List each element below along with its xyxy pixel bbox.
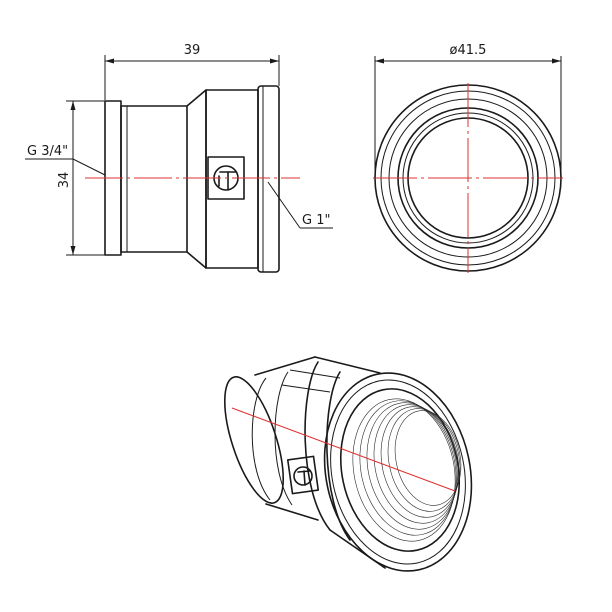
large-body-bottom-edge <box>329 529 386 569</box>
length-arrow-left <box>105 58 114 64</box>
large-body-top-edge <box>314 356 381 374</box>
thread-relief-edge <box>274 371 293 506</box>
shoulder-edge <box>304 361 331 531</box>
hex-flat-top-inner <box>281 384 331 393</box>
isometric-centerline <box>231 407 456 492</box>
large-end-flange <box>257 85 280 273</box>
diameter-arrow-left <box>375 58 384 64</box>
height-arrow-bottom <box>70 246 76 255</box>
iso-logo-frame <box>286 455 320 495</box>
diameter-arrow-right <box>552 58 561 64</box>
length-arrow-right <box>270 58 279 64</box>
small-end-body <box>120 105 188 253</box>
diameter-dimension-label: ø41.5 <box>450 43 487 58</box>
large-end-outer-rim <box>323 372 473 572</box>
small-end-face <box>223 376 285 504</box>
small-body-bottom-edge <box>265 503 319 521</box>
large-end-rim-chamfer <box>330 379 466 565</box>
taper-shoulder <box>186 89 207 269</box>
small-thread-label: G 3/4" <box>27 144 68 159</box>
height-dimension-label: 34 <box>57 172 72 189</box>
small-body-top-edge <box>254 356 316 376</box>
large-thread-label: G 1" <box>302 213 330 228</box>
side-view: 39 34 G 3/4" G 1" <box>25 43 333 273</box>
internal-thread-pattern <box>352 398 462 542</box>
small-thread-leader <box>72 158 106 176</box>
hex-flat-top <box>289 369 341 379</box>
height-arrow-top <box>70 101 76 110</box>
iso-logo-t-stem <box>303 470 306 486</box>
isometric-view <box>223 356 473 572</box>
length-dimension-label: 39 <box>184 43 201 58</box>
front-view: ø41.5 <box>373 43 563 273</box>
small-lip-edge <box>251 377 271 501</box>
iso-logo-circle <box>293 466 313 486</box>
large-thread-leader <box>267 181 301 229</box>
iso-brand-logo-mark <box>286 455 320 495</box>
